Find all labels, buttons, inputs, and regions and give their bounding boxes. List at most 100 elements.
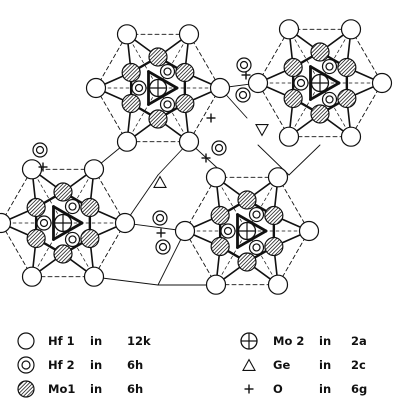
cluster-outline-bond	[188, 33, 221, 89]
hf1-atom	[209, 77, 231, 99]
hf2-atom	[211, 140, 227, 156]
legend-atom-label: Ge	[273, 358, 290, 372]
inner-dashed-bond	[126, 33, 159, 89]
circle-plus-icon	[240, 332, 258, 350]
front-face-bond	[309, 65, 341, 85]
mo1-atom	[237, 252, 257, 272]
legend-site-label: 6h	[127, 382, 143, 396]
cluster-outline-bond	[277, 230, 310, 286]
inner-dashed-bond	[246, 176, 279, 232]
mo1-atom	[80, 228, 100, 249]
mo1-atom	[80, 197, 100, 218]
inner-dashed-bond	[126, 87, 159, 143]
ge-atom	[153, 175, 167, 188]
hf1-atom	[205, 167, 227, 188]
o-atom	[38, 162, 48, 172]
inner-dashed-bond	[319, 82, 352, 138]
hf2-atom	[159, 63, 176, 80]
cluster-outline-bond	[350, 82, 383, 138]
legend-in-label: in	[319, 358, 331, 372]
mo2-atom	[237, 221, 257, 241]
legend-in-label: in	[319, 382, 331, 396]
legend-item: Hf 1 in 12k	[17, 332, 151, 350]
double-circle-icon	[17, 356, 35, 374]
hf1-atom	[178, 24, 200, 45]
o-atom	[156, 228, 166, 238]
hf1-atom	[116, 131, 138, 152]
mo1-atom	[175, 93, 195, 114]
hf2-atom	[152, 210, 168, 226]
cluster-outline-bond	[257, 28, 290, 84]
hf2-atom	[321, 91, 338, 108]
inner-dashed-bond	[62, 168, 95, 224]
inner-dashed-bond	[62, 222, 95, 278]
legend-site-label: 12k	[127, 334, 151, 348]
bridge-bond	[93, 276, 159, 286]
hf1-atom	[267, 167, 289, 188]
plus-icon	[244, 384, 254, 394]
mo1-atom	[210, 205, 230, 226]
hf2-atom	[131, 80, 147, 96]
legend-site-label: 2a	[351, 334, 367, 348]
mo1-atom	[264, 205, 284, 226]
legend-atom-label: Mo 2	[273, 334, 304, 348]
cluster-outline-bond	[350, 28, 383, 84]
hf1-atom	[114, 212, 136, 234]
ge-atom	[255, 124, 269, 137]
hf1-atom	[205, 274, 227, 295]
cluster-outline-bond	[0, 168, 33, 224]
front-face-bond	[147, 86, 179, 106]
mo2-atom	[310, 73, 330, 93]
hf1-atom	[178, 131, 200, 152]
hf1-atom	[340, 19, 362, 40]
structure-projection	[0, 19, 393, 295]
mo1-atom	[310, 104, 330, 124]
inner-dashed-bond	[215, 230, 248, 286]
inner-dashed-bond	[246, 230, 279, 286]
cluster-outline-bond	[93, 168, 126, 224]
mo1-atom	[310, 42, 330, 62]
hf1-atom	[267, 274, 289, 295]
hf1-atom	[116, 24, 138, 45]
front-face-bond	[52, 205, 84, 225]
hf2-atom	[293, 75, 309, 91]
front-face-bond	[147, 70, 179, 90]
cluster-outline-bond	[184, 230, 217, 286]
legend-in-label: in	[90, 334, 102, 348]
mo1-atom	[337, 88, 357, 109]
bridge-bond	[288, 144, 321, 176]
mo2-atom	[53, 213, 73, 233]
legend-in-label: in	[90, 382, 102, 396]
hf1-atom	[278, 19, 300, 40]
mo1-atom	[121, 93, 141, 114]
mo1-atom	[337, 57, 357, 78]
hf1-atom	[85, 77, 107, 99]
inner-dashed-bond	[288, 82, 321, 138]
hf1-atom	[21, 266, 43, 287]
legend-atom-label: Hf 2	[48, 358, 75, 372]
cluster-outline-bond	[257, 82, 290, 138]
hf1-atom	[371, 72, 393, 94]
cluster-outline-bond	[188, 87, 221, 143]
cluster-outline-bond	[184, 176, 217, 232]
mo1-atom	[26, 197, 46, 218]
hf2-atom	[32, 142, 48, 158]
hf2-atom	[64, 231, 81, 248]
legend-atom-label: Hf 1	[48, 334, 75, 348]
front-face-bond	[309, 81, 341, 101]
mo1-atom	[210, 236, 230, 257]
inner-dashed-bond	[288, 28, 321, 84]
inner-dashed-bond	[157, 87, 190, 143]
hf1-atom	[340, 126, 362, 147]
hf1-atom	[278, 126, 300, 147]
legend-atom-label: Mo1	[48, 382, 75, 396]
mo1-atom	[53, 182, 73, 202]
hf2-atom	[248, 239, 265, 256]
hf2-atom	[236, 57, 252, 73]
legend-atom-label: O	[273, 382, 283, 396]
front-face-bond	[52, 221, 84, 241]
legend-site-label: 6g	[351, 382, 367, 396]
